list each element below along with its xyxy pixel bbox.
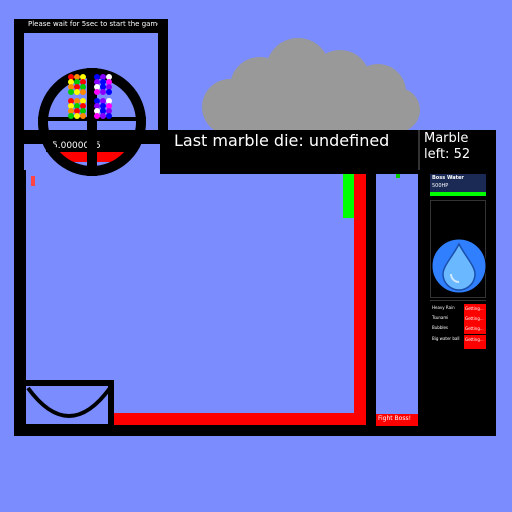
marble <box>94 103 100 109</box>
marble <box>106 108 112 114</box>
marble-cluster <box>68 74 116 119</box>
skills-status-fill <box>464 345 486 349</box>
boss-panel <box>418 170 496 436</box>
marble <box>80 79 86 85</box>
marble <box>74 74 80 80</box>
marble <box>68 79 74 85</box>
marble <box>68 103 74 109</box>
marble-wheel <box>38 68 146 176</box>
fight-boss-button[interactable]: Fight Boss! <box>376 414 418 426</box>
marble <box>106 98 112 104</box>
marble <box>94 108 100 114</box>
boss-health-fill <box>430 192 486 196</box>
marble <box>74 108 80 114</box>
dispenser-right-wall <box>158 19 168 139</box>
chute-divider <box>366 170 376 436</box>
skills-divider <box>430 300 486 301</box>
marble <box>74 79 80 85</box>
marble <box>100 103 106 109</box>
marble <box>106 113 112 119</box>
marble <box>100 74 106 80</box>
boss-health-bar <box>430 192 486 196</box>
marble <box>100 98 106 104</box>
marble <box>106 79 112 85</box>
marble <box>80 108 86 114</box>
marble <box>74 84 80 90</box>
boss-hp: 500HP <box>432 183 449 189</box>
chute-hazard <box>354 174 366 416</box>
skill-name: Heavy Rain <box>432 305 455 310</box>
marble <box>68 98 74 104</box>
bowl-frame <box>26 380 114 386</box>
skill-row-heavy-rain: Heavy Rain Getting... <box>432 304 486 314</box>
marble <box>100 89 106 95</box>
marble <box>80 84 86 90</box>
marble <box>100 84 106 90</box>
marble <box>74 113 80 119</box>
marble <box>106 84 112 90</box>
skill-status: Getting... <box>464 314 486 324</box>
chute-progress <box>343 174 354 218</box>
water-drop-icon <box>431 238 487 294</box>
wait-message: Please wait for 5sec to start the game <box>28 20 162 28</box>
marble <box>94 74 100 80</box>
skill-name: Bubbles <box>432 325 449 330</box>
boss-name: Boss Water <box>432 175 464 181</box>
fight-boss-label: Fight Boss! <box>378 415 411 422</box>
marble <box>80 74 86 80</box>
marble <box>68 108 74 114</box>
marble <box>68 89 74 95</box>
marble <box>94 89 100 95</box>
marble-count-divider <box>418 130 420 174</box>
marble <box>100 108 106 114</box>
marble <box>106 103 112 109</box>
marble <box>80 103 86 109</box>
floor-hazard <box>112 413 366 425</box>
skill-row-bubbles: Bubbles Getting... <box>432 324 486 334</box>
cloud <box>202 38 420 132</box>
marble <box>100 79 106 85</box>
skill-status: Getting... <box>464 324 486 334</box>
marble <box>74 89 80 95</box>
bowl-right-wall <box>108 380 114 426</box>
marble-count-line1: Marble <box>424 131 469 146</box>
marble <box>94 113 100 119</box>
spawn-marker <box>31 176 35 186</box>
marble-count-line2: left: 52 <box>424 147 471 162</box>
marble <box>68 84 74 90</box>
marble <box>68 74 74 80</box>
marble <box>106 74 112 80</box>
marble <box>94 84 100 90</box>
marble <box>74 98 80 104</box>
skill-row-big-water-ball: Big water ball Getting... <box>432 335 486 345</box>
arena-left-wall <box>14 170 26 436</box>
collection-bowl <box>26 386 112 418</box>
marble <box>80 98 86 104</box>
boss-header <box>430 174 486 192</box>
dispenser-top-bar <box>14 19 168 33</box>
green-marker <box>396 174 400 178</box>
marble <box>74 103 80 109</box>
marble <box>68 113 74 119</box>
status-bar <box>160 130 496 174</box>
skill-name: Big water ball <box>432 336 460 341</box>
marble <box>80 113 86 119</box>
skill-status: Getting... <box>464 335 486 345</box>
marble <box>80 89 86 95</box>
dispenser-left-wall <box>14 19 24 179</box>
marble <box>100 113 106 119</box>
last-marble-label: Last marble die: undefined <box>174 131 390 150</box>
timer-value: 5.0000005 <box>52 141 101 151</box>
skill-name: Tsunami <box>432 315 449 320</box>
marble <box>94 79 100 85</box>
marble <box>94 98 100 104</box>
marble <box>106 89 112 95</box>
boss-portrait-frame <box>430 200 486 298</box>
skill-row-tsunami: Tsunami Getting... <box>432 314 486 324</box>
skill-status: Getting... <box>464 304 486 314</box>
